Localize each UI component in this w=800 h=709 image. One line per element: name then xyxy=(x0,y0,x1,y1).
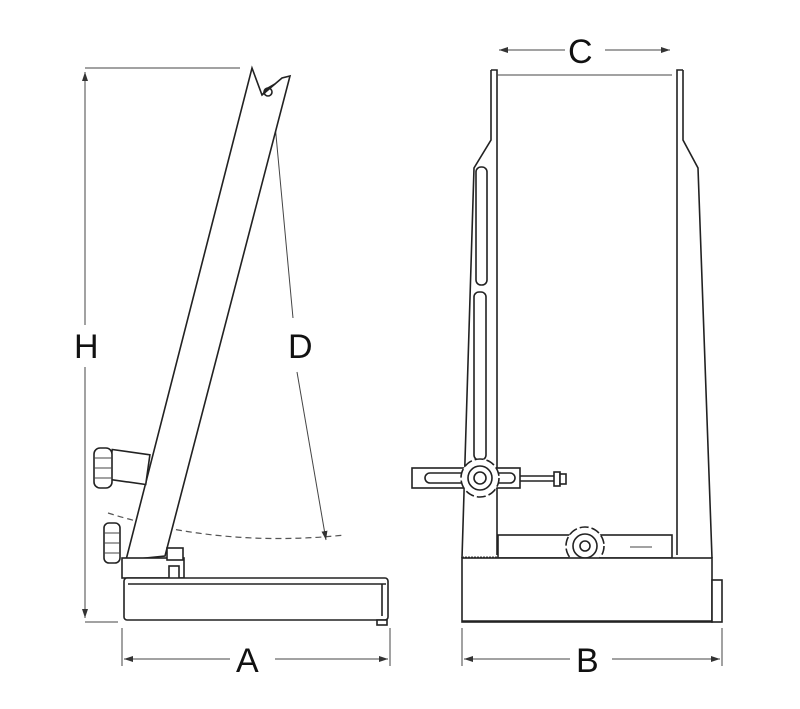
upright-arm xyxy=(124,65,292,561)
side-block xyxy=(711,579,723,623)
label-c: C xyxy=(568,33,593,71)
pivot-knob xyxy=(103,522,121,564)
dimension-d: D xyxy=(271,91,328,541)
upper-slot xyxy=(475,166,488,286)
label-b: B xyxy=(576,642,599,680)
left-fork-leg xyxy=(461,69,498,559)
foot xyxy=(376,619,388,626)
label-d: D xyxy=(288,328,313,366)
dimension-a: A xyxy=(121,628,391,680)
side-view: H D xyxy=(70,65,391,680)
arm-clamp-knob xyxy=(93,447,151,489)
front-view: C xyxy=(411,33,723,680)
dimension-h: H xyxy=(70,67,240,623)
dimension-c: C xyxy=(499,33,670,71)
side-base xyxy=(121,547,389,626)
right-fork-leg xyxy=(676,69,713,559)
dimension-b: B xyxy=(461,628,723,680)
label-a: A xyxy=(236,642,259,680)
axle-slot xyxy=(263,87,273,97)
front-base xyxy=(461,557,713,623)
gauge-knob xyxy=(460,458,500,498)
label-h: H xyxy=(74,328,99,366)
lower-slot xyxy=(473,291,487,461)
